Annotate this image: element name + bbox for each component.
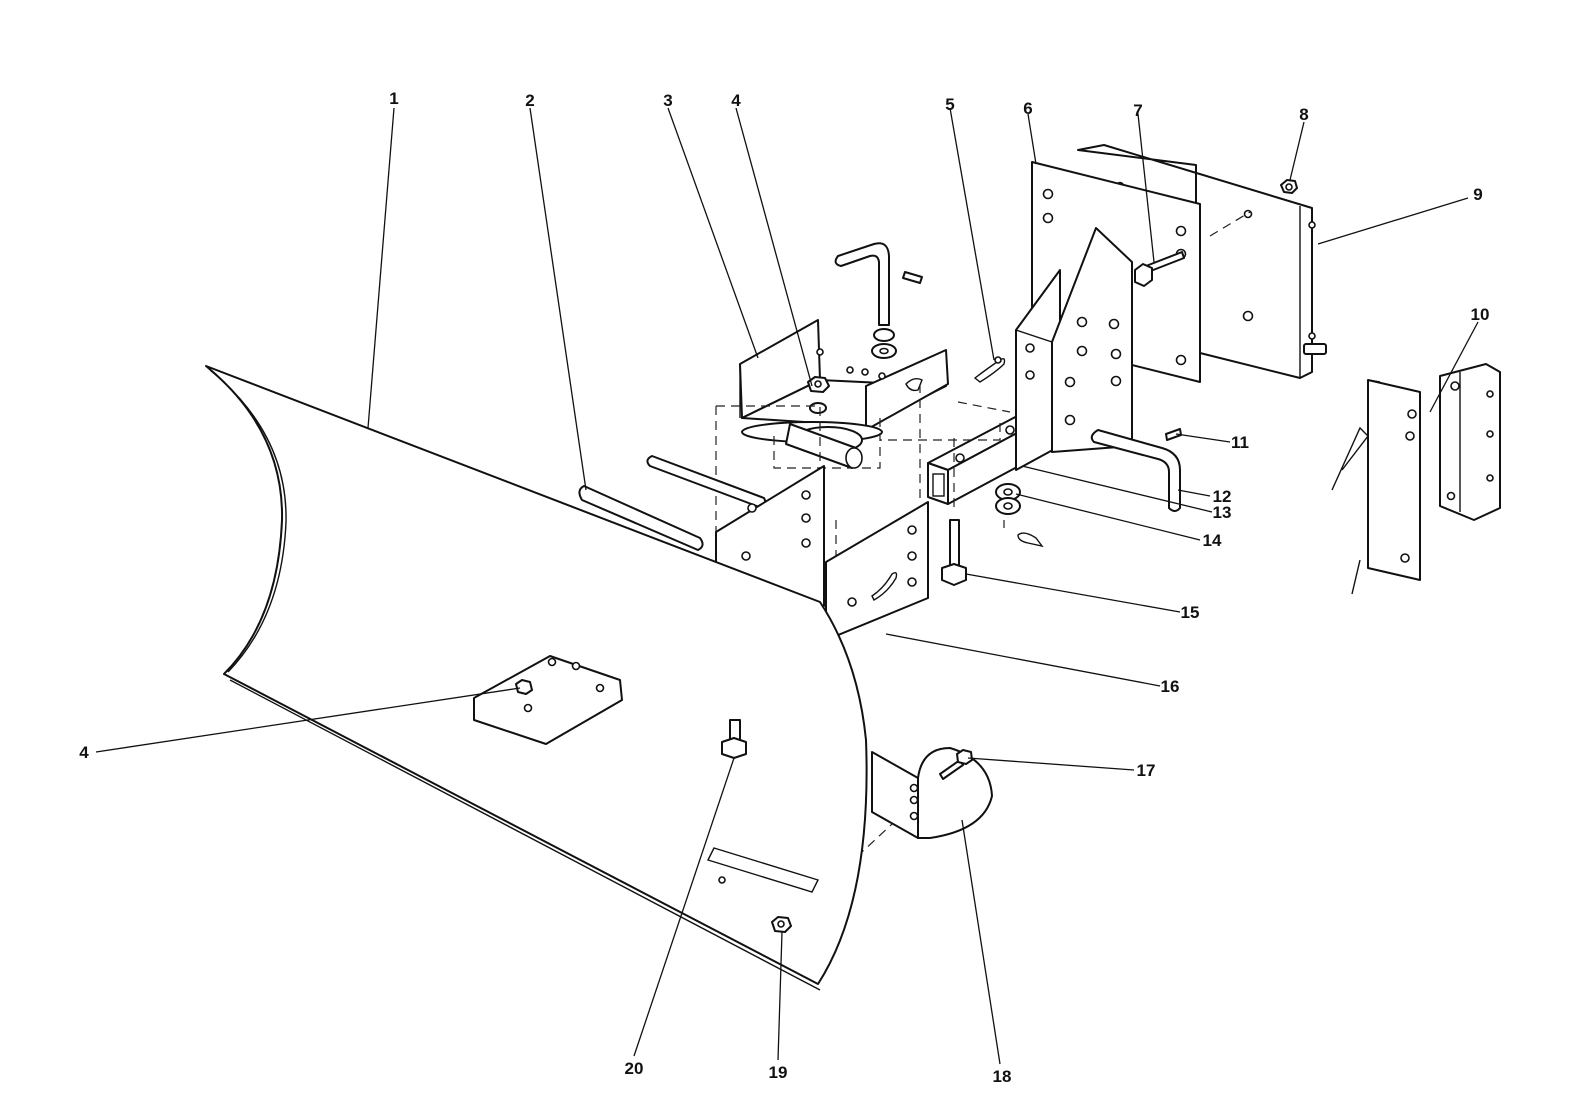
part-3-u-channel xyxy=(739,319,949,454)
part-2-long-pin xyxy=(578,455,767,551)
callout-19: 19 xyxy=(769,1063,788,1082)
part-5-hairpin-clip xyxy=(973,356,1006,383)
callout-leaders xyxy=(95,107,1479,1065)
part-18-skid-shoe xyxy=(871,747,993,839)
hairpin-clip xyxy=(1017,532,1044,548)
callout-2: 2 xyxy=(525,91,534,110)
callout-labels: 1 2 3 4 5 6 7 8 9 10 11 12 13 14 15 16 4… xyxy=(79,89,1489,1086)
part-14-washers xyxy=(995,483,1021,515)
callout-3: 3 xyxy=(663,91,672,110)
callout-11: 11 xyxy=(1231,433,1249,452)
part-10-angle-bracket xyxy=(1439,363,1501,521)
part-19-nut xyxy=(771,916,792,933)
cutting-edge-plate xyxy=(1367,379,1421,581)
callout-20: 20 xyxy=(625,1059,644,1078)
callout-12: 12 xyxy=(1213,487,1232,506)
part-13-hitch-frame xyxy=(927,227,1133,505)
callout-14: 14 xyxy=(1203,531,1222,550)
part-20-bolt xyxy=(721,719,747,759)
part-7-bolt xyxy=(1134,251,1185,287)
part-4-blade-mount-plate xyxy=(473,655,623,745)
blade-edge-outline xyxy=(1331,426,1369,595)
part-4-nut-top xyxy=(807,376,830,414)
top-l-pin xyxy=(834,242,923,359)
callout-6: 6 xyxy=(1023,99,1032,118)
callout-16: 16 xyxy=(1161,677,1180,696)
callout-4-left: 4 xyxy=(79,743,89,762)
part-15-bolt xyxy=(941,519,967,586)
stud-bolt xyxy=(1303,343,1327,355)
callout-9: 9 xyxy=(1473,185,1482,204)
callout-15: 15 xyxy=(1181,603,1200,622)
part-12-l-pin xyxy=(1090,429,1181,512)
callout-13: 13 xyxy=(1213,503,1232,522)
callout-5: 5 xyxy=(945,95,954,114)
part-8-nut xyxy=(1280,179,1298,194)
part-17-bolt xyxy=(939,749,973,780)
part-9-mounting-bracket xyxy=(1077,144,1316,379)
callout-10: 10 xyxy=(1471,305,1490,324)
callout-7: 7 xyxy=(1133,101,1142,120)
blade-slot xyxy=(707,847,819,893)
callout-17: 17 xyxy=(1137,761,1156,780)
callout-1: 1 xyxy=(389,89,398,108)
callout-18: 18 xyxy=(993,1067,1012,1086)
callout-4-top: 4 xyxy=(731,91,741,110)
callout-8: 8 xyxy=(1299,105,1308,124)
